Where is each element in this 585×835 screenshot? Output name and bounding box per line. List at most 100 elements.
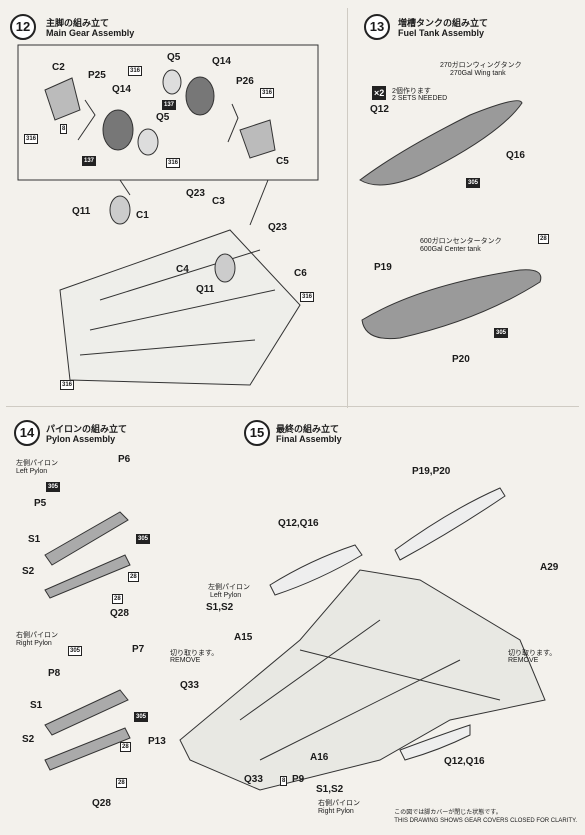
inset-callout-lines (119, 179, 269, 226)
label-c2: C2 (52, 62, 65, 73)
x2-badge: ×2 (372, 86, 387, 100)
label-q14: Q14 (112, 84, 131, 95)
step-13-title-jp: 増槽タンクの組み立て (398, 18, 489, 28)
x2-note-en: 2 SETS NEEDED (392, 95, 448, 102)
step-12-number: 12 (10, 14, 36, 40)
wing-tank-en: 270Gal Wing tank (450, 70, 506, 77)
x2-note-jp: 2個作ります (392, 88, 431, 95)
wing-tank-jp: 270ガロンウィングタンク (440, 62, 522, 69)
label-a29: A29 (540, 562, 559, 573)
tag-316e: 316 (300, 292, 315, 302)
label-q11: Q11 (72, 206, 91, 217)
final-left-pylon-jp: 左側パイロン (208, 584, 250, 591)
step-12-title-en: Main Gear Assembly (46, 28, 135, 38)
remove-note-jp: 切り取ります。 (170, 650, 219, 657)
footer-note-jp: この図では脚カバーが閉じた状態です。 (394, 810, 502, 816)
label-p20: P20 (452, 354, 470, 365)
tag-28b: 28 (128, 572, 139, 582)
label-p8: P8 (48, 668, 61, 679)
label-q5: Q5 (156, 112, 170, 123)
divider-vertical (347, 8, 348, 408)
label-c6: C6 (294, 268, 307, 279)
tag-137: 137 (162, 100, 177, 110)
wheel-q14-right (185, 76, 215, 116)
footer-note-en: THIS DRAWING SHOWS GEAR COVERS CLOSED FO… (394, 818, 577, 824)
label-s1-s2b: S1,S2 (316, 784, 344, 795)
step-13-title-en: Fuel Tank Assembly (398, 28, 485, 38)
label-c4: C4 (176, 264, 189, 275)
aircraft-panel-lines (239, 619, 501, 761)
tag-316b: 316 (24, 134, 39, 144)
final-tank-p19 (394, 487, 506, 561)
label-s1: S1 (28, 534, 41, 545)
label-q23b: Q23 (268, 222, 287, 233)
label-p9: P9 (292, 774, 305, 785)
final-left-pylon-en: Left Pylon (210, 592, 242, 599)
label-q5b: Q5 (167, 52, 181, 63)
tag-8b: 8 (280, 776, 288, 786)
tag-28e: 28 (116, 778, 127, 788)
tag-305b: 305 (494, 328, 509, 338)
tag-28c: 28 (112, 594, 123, 604)
wing-panel-lines (79, 249, 276, 356)
tag-8: 8 (60, 124, 68, 134)
final-right-pylon-jp: 右側パイロン (318, 800, 360, 807)
label-p6: P6 (118, 454, 131, 465)
step-15-number: 15 (244, 420, 270, 446)
final-tank-q12 (269, 544, 363, 596)
tag-305: 305 (466, 178, 481, 188)
label-q14b: Q14 (212, 56, 231, 67)
hub-q5-right (162, 69, 182, 95)
step-14-number: 14 (14, 420, 40, 446)
label-q12-q16b: Q12,Q16 (444, 756, 485, 767)
label-s2b: S2 (22, 734, 35, 745)
label-c1: C1 (136, 210, 149, 221)
strut-p26 (227, 103, 239, 143)
left-pylon-jp: 左側パイロン (16, 460, 58, 467)
wing-underside (59, 229, 301, 386)
label-q28b: Q28 (92, 798, 111, 809)
gear-c4 (214, 253, 236, 283)
divider-horizontal (6, 406, 579, 407)
label-p13: P13 (148, 736, 166, 747)
inset-box (17, 44, 319, 181)
label-q12-q16: Q12,Q16 (278, 518, 319, 529)
remove-note2-en: REMOVE (508, 657, 539, 664)
tag-305c: 305 (46, 482, 61, 492)
tag-137b: 137 (82, 156, 97, 166)
part-c2 (44, 77, 81, 121)
label-p25: P25 (88, 70, 106, 81)
part-c5 (239, 119, 276, 159)
label-a15: A15 (234, 632, 253, 643)
label-c5: C5 (276, 156, 289, 167)
label-q11b: Q11 (196, 284, 215, 295)
aircraft-underside (179, 569, 546, 791)
left-pylon-s2 (44, 554, 131, 599)
left-pylon-en: Left Pylon (16, 468, 48, 475)
center-tank (361, 269, 542, 340)
footer-note: この図では脚カバーが閉じた状態です。 THIS DRAWING SHOWS GE… (394, 809, 577, 825)
hub-q5-left (137, 128, 159, 156)
final-right-pylon-en: Right Pylon (318, 808, 354, 815)
label-q33b: Q33 (244, 774, 263, 785)
left-pylon-s1 (44, 511, 129, 566)
tag-305d: 305 (136, 534, 151, 544)
label-p7: P7 (132, 644, 145, 655)
label-s2: S2 (22, 566, 35, 577)
tag-316f: 316 (60, 380, 75, 390)
right-pylon-en: Right Pylon (16, 640, 52, 647)
label-p19-p20: P19,P20 (412, 466, 451, 477)
label-q16: Q16 (506, 150, 525, 161)
label-s1b: S1 (30, 700, 43, 711)
gear-c1 (109, 195, 131, 225)
center-tank-en: 600Gal Center tank (420, 246, 481, 253)
tag-28: 28 (538, 234, 549, 244)
step-12-title-jp: 主脚の組み立て (46, 18, 110, 28)
step-14-title-jp: パイロンの組み立て (46, 424, 128, 434)
step-15-title-en: Final Assembly (276, 434, 342, 444)
label-c3: C3 (212, 196, 225, 207)
center-tank-jp: 600ガロンセンタータンク (420, 238, 502, 245)
step-15-title-jp: 最終の組み立て (276, 424, 340, 434)
remove-note2-jp: 切り取ります。 (508, 650, 557, 657)
